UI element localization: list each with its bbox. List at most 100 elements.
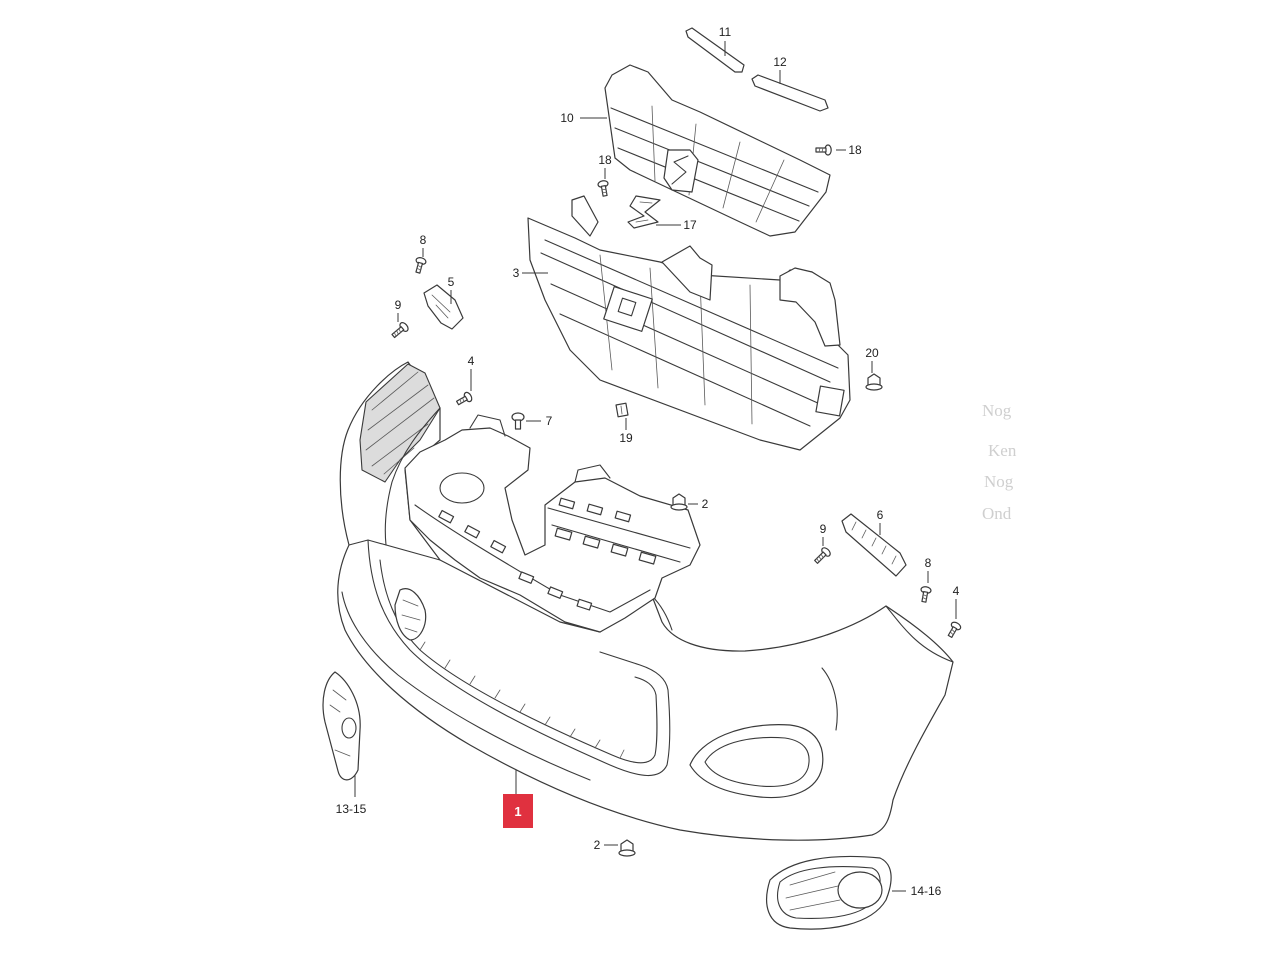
callout-7: 7 [546, 414, 553, 428]
callout-19: 19 [619, 431, 633, 445]
screw-9-upper [391, 322, 409, 339]
bracket-6-body [841, 513, 907, 577]
grille-bracket-mount-hole [617, 297, 637, 317]
callout-13-15: 13-15 [336, 802, 367, 816]
bumper-lip-fold [341, 591, 591, 781]
slot [582, 535, 601, 549]
callout-1-highlight-box [503, 794, 533, 828]
reinforcement-slots [438, 497, 657, 611]
bumper-right-crease [821, 605, 954, 731]
nut-2-lower [618, 839, 636, 857]
callout-4-lower: 4 [953, 584, 960, 598]
slot [438, 509, 455, 524]
screw-8-upper [415, 257, 427, 274]
screw-18-right [815, 144, 832, 156]
callout-12: 12 [773, 55, 787, 69]
callout-9-lower: 9 [820, 522, 827, 536]
callout-4-upper: 4 [468, 354, 475, 368]
radiator-grille-badge [663, 149, 699, 193]
grille-moulding-12 [751, 74, 829, 112]
faint-text-4: Ond [982, 504, 1012, 523]
grille-moulding-11 [685, 27, 745, 73]
nut-2-upper [670, 493, 688, 511]
bumper-lower-grille-top [367, 539, 441, 561]
callout-18-left: 18 [598, 153, 612, 167]
callout-1: 1 [514, 804, 521, 819]
slot [558, 497, 576, 510]
grille-bracket [527, 195, 851, 451]
callout-9-upper: 9 [395, 298, 402, 312]
radiator-grille-slats [610, 107, 819, 222]
bumper-lower-grille-teeth [419, 641, 625, 759]
emblem-outline [627, 195, 661, 229]
callout-14-16: 14-16 [911, 884, 942, 898]
callout-3: 3 [513, 266, 520, 280]
radiator-grille-outline [604, 64, 831, 237]
fog-bezel-lamp-ring [837, 871, 883, 909]
bracket-6-ribs [851, 521, 897, 565]
side-bracket-hole [341, 717, 357, 739]
bumper-left-wing-lines [365, 371, 435, 475]
clip-19 [615, 402, 629, 418]
slot [518, 571, 535, 584]
faint-text-1: Nog [982, 401, 1012, 420]
screw-4-upper [456, 391, 473, 406]
callout-labels: 11 12 10 18 18 17 3 8 5 9 20 4 7 19 2 9 … [336, 25, 960, 898]
grille-bracket-right-foot [815, 385, 845, 417]
radiator-grille [604, 64, 831, 237]
bumper-left-fog-detail [401, 599, 421, 633]
side-bracket-13-15 [322, 671, 361, 781]
slot [576, 598, 593, 611]
screw-9-lower [814, 547, 831, 564]
grille-bracket-top-tab [571, 195, 599, 237]
screw-8-lower [920, 586, 932, 603]
side-bracket-detail [329, 689, 351, 757]
callout-18-right: 18 [848, 143, 862, 157]
fog-bezel-slats [785, 871, 841, 911]
radiator-grille-badge-s [671, 155, 689, 185]
bumper-left-wing [359, 363, 441, 483]
reinforcement-round-cutout [439, 472, 485, 504]
leader-lines [354, 41, 957, 892]
bumper-right-fog-inner [704, 736, 810, 787]
callout-8-lower: 8 [925, 556, 932, 570]
callout-6: 6 [877, 508, 884, 522]
fog-lamp-bezel [766, 855, 892, 930]
grille-bracket-emblem-mount [603, 286, 653, 332]
faint-background-text: Nog Ken Nog Ond [982, 401, 1017, 523]
bumper-lower-grille-outer [348, 539, 671, 777]
callout-8-upper: 8 [420, 233, 427, 247]
callout-10: 10 [560, 111, 574, 125]
slot [586, 503, 604, 516]
slot [638, 551, 657, 565]
bumper-left-side-edge [384, 407, 441, 546]
screw-4-lower [947, 621, 962, 638]
screw-18-left [597, 180, 609, 197]
bumper-upper-reinforcement [404, 414, 701, 633]
faint-text-2: Ken [988, 441, 1017, 460]
slot [554, 527, 573, 541]
callout-20: 20 [865, 346, 879, 360]
callout-5: 5 [448, 275, 455, 289]
bumper-right-fog-pocket [689, 724, 824, 799]
grille-bracket-right-block [779, 267, 841, 347]
slot [614, 510, 632, 523]
bracket-5-body [423, 284, 464, 330]
callout-17: 17 [683, 218, 697, 232]
faint-text-3: Nog [984, 472, 1014, 491]
bumper-left-fog-pocket [394, 588, 427, 641]
slot [490, 539, 507, 554]
reinforcement-top-bracket [469, 414, 611, 483]
bracket-5-detail [431, 294, 451, 319]
grille-bracket-center-tab [661, 245, 713, 301]
callout-11: 11 [719, 25, 732, 39]
callout-2-lower: 2 [594, 838, 601, 852]
emblem-inner [635, 201, 653, 223]
bumper-bracket-5 [423, 284, 464, 330]
callout-2-upper: 2 [702, 497, 709, 511]
slot [610, 543, 629, 557]
suzuki-emblem [627, 195, 661, 229]
slot [547, 586, 564, 599]
slot [464, 524, 481, 539]
grille-bracket-slats [540, 239, 839, 427]
